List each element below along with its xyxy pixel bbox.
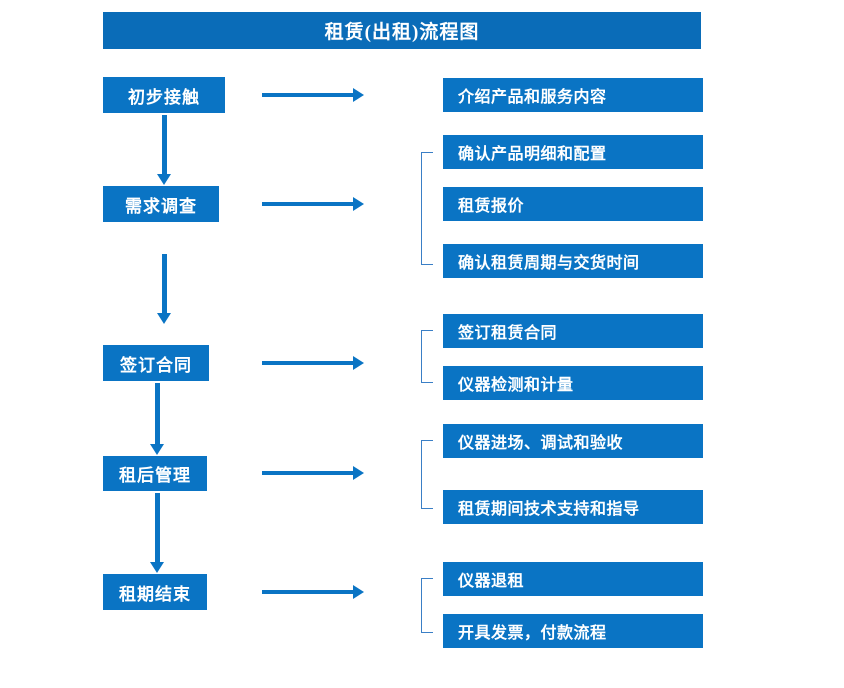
horizontal-arrow-stage-4 [262,466,364,480]
detail-box-3[interactable]: 租赁报价 [443,187,703,221]
vertical-arrow-2-to-3 [157,254,171,324]
group-bracket-stage-3 [421,330,433,383]
stage-box-3[interactable]: 签订合同 [103,345,209,381]
vertical-arrow-4-to-5 [150,493,164,573]
horizontal-arrow-stage-2 [262,197,364,211]
horizontal-arrow-stage-5 [262,585,364,599]
group-bracket-stage-2 [421,152,433,265]
stage-box-1[interactable]: 初步接触 [103,77,225,113]
detail-box-7[interactable]: 仪器进场、调试和验收 [443,424,703,458]
stage-box-2[interactable]: 需求调查 [103,186,219,222]
detail-box-5[interactable]: 签订租赁合同 [443,314,703,348]
chart-title: 租赁(出租)流程图 [103,12,701,49]
detail-box-4[interactable]: 确认租赁周期与交货时间 [443,244,703,278]
detail-box-1[interactable]: 介绍产品和服务内容 [443,78,703,112]
horizontal-arrow-stage-3 [262,356,364,370]
horizontal-arrow-stage-1 [262,88,364,102]
vertical-arrow-1-to-2 [157,115,171,185]
detail-box-9[interactable]: 仪器退租 [443,562,703,596]
detail-box-8[interactable]: 租赁期间技术支持和指导 [443,490,703,524]
vertical-arrow-3-to-4 [150,383,164,455]
group-bracket-stage-5 [421,578,433,633]
stage-box-4[interactable]: 租后管理 [103,456,207,491]
stage-box-5[interactable]: 租期结束 [103,574,207,610]
detail-box-6[interactable]: 仪器检测和计量 [443,366,703,400]
detail-box-10[interactable]: 开具发票，付款流程 [443,614,703,648]
detail-box-2[interactable]: 确认产品明细和配置 [443,135,703,169]
group-bracket-stage-4 [421,440,433,509]
